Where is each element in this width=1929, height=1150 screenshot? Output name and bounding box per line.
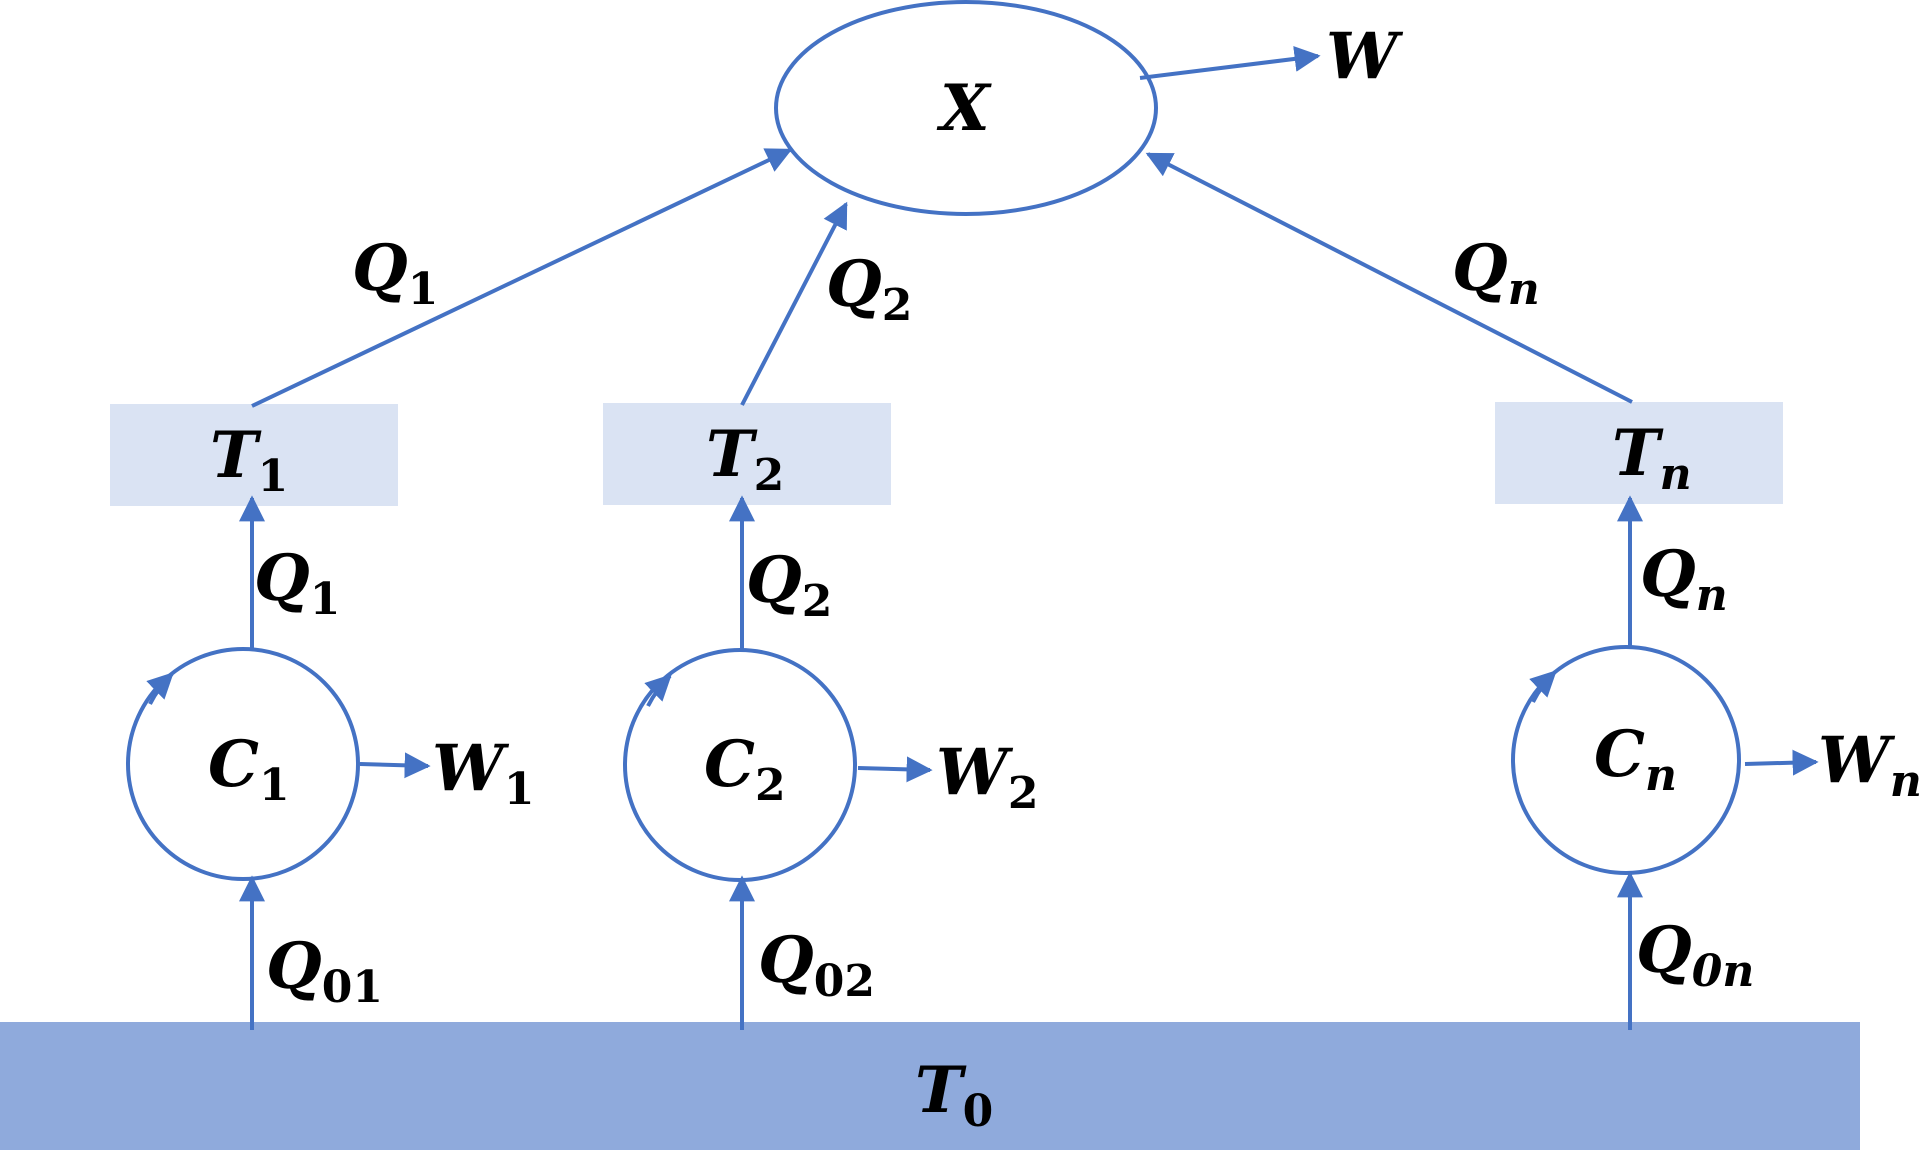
temperature-label-n: Tn — [1612, 416, 1692, 500]
heat-in-label-n: Q0n — [1636, 913, 1754, 997]
branch-2: T2 Q2 Q2 C2 W2 Q02 — [603, 201, 1039, 1030]
work-label-1: W1 — [432, 731, 535, 815]
heat-in-label-1: Q01 — [266, 929, 383, 1013]
heat-to-center-arrow-2 — [740, 201, 848, 406]
heat-out-label-1: Q1 — [254, 541, 340, 625]
heat-in-label-2: Q02 — [758, 923, 875, 1007]
work-arrow-n — [1744, 749, 1819, 776]
heat-to-center-arrow-1 — [251, 148, 793, 408]
cycle-arrow-1 — [146, 672, 174, 705]
engine-label-2: C2 — [704, 727, 786, 811]
central-node — [774, 0, 1158, 216]
temperature-label-1: T1 — [210, 418, 288, 502]
central-node-label: X — [936, 71, 992, 146]
heat-to-center-label-1: Q1 — [352, 231, 438, 315]
engine-label-n: Cn — [1594, 717, 1677, 801]
temperature-box-n — [1495, 402, 1783, 504]
heat-to-center-label-2: Q2 — [826, 247, 912, 331]
work-label-n: Wn — [1818, 723, 1922, 807]
engine-label-1: C1 — [208, 727, 290, 811]
heat-out-label-2: Q2 — [746, 543, 832, 627]
temperature-box-2 — [603, 403, 891, 505]
work-arrow-1 — [359, 752, 431, 779]
temperature-label-2: T2 — [706, 417, 784, 501]
reservoir-label: T0 — [915, 1053, 993, 1137]
branch-n: Tn Qn Qn Cn Wn Q0n — [1145, 152, 1922, 1030]
heat-out-label-n: Qn — [1640, 537, 1728, 621]
work-output-label: W — [1326, 19, 1404, 94]
heat-to-center-label-n: Qn — [1452, 231, 1540, 315]
branch-1: T1 Q1 Q1 C1 W1 Q01 — [110, 148, 793, 1030]
heat-to-center-arrow-n — [1145, 152, 1633, 404]
work-output-arrow — [1139, 45, 1321, 80]
temperature-box-1 — [110, 404, 398, 506]
work-arrow-2 — [857, 756, 933, 783]
cycle-arrow-2 — [644, 674, 672, 707]
reservoir-bar — [0, 1022, 1860, 1150]
cycle-arrow-n — [1529, 670, 1557, 703]
work-label-2: W2 — [936, 735, 1039, 819]
